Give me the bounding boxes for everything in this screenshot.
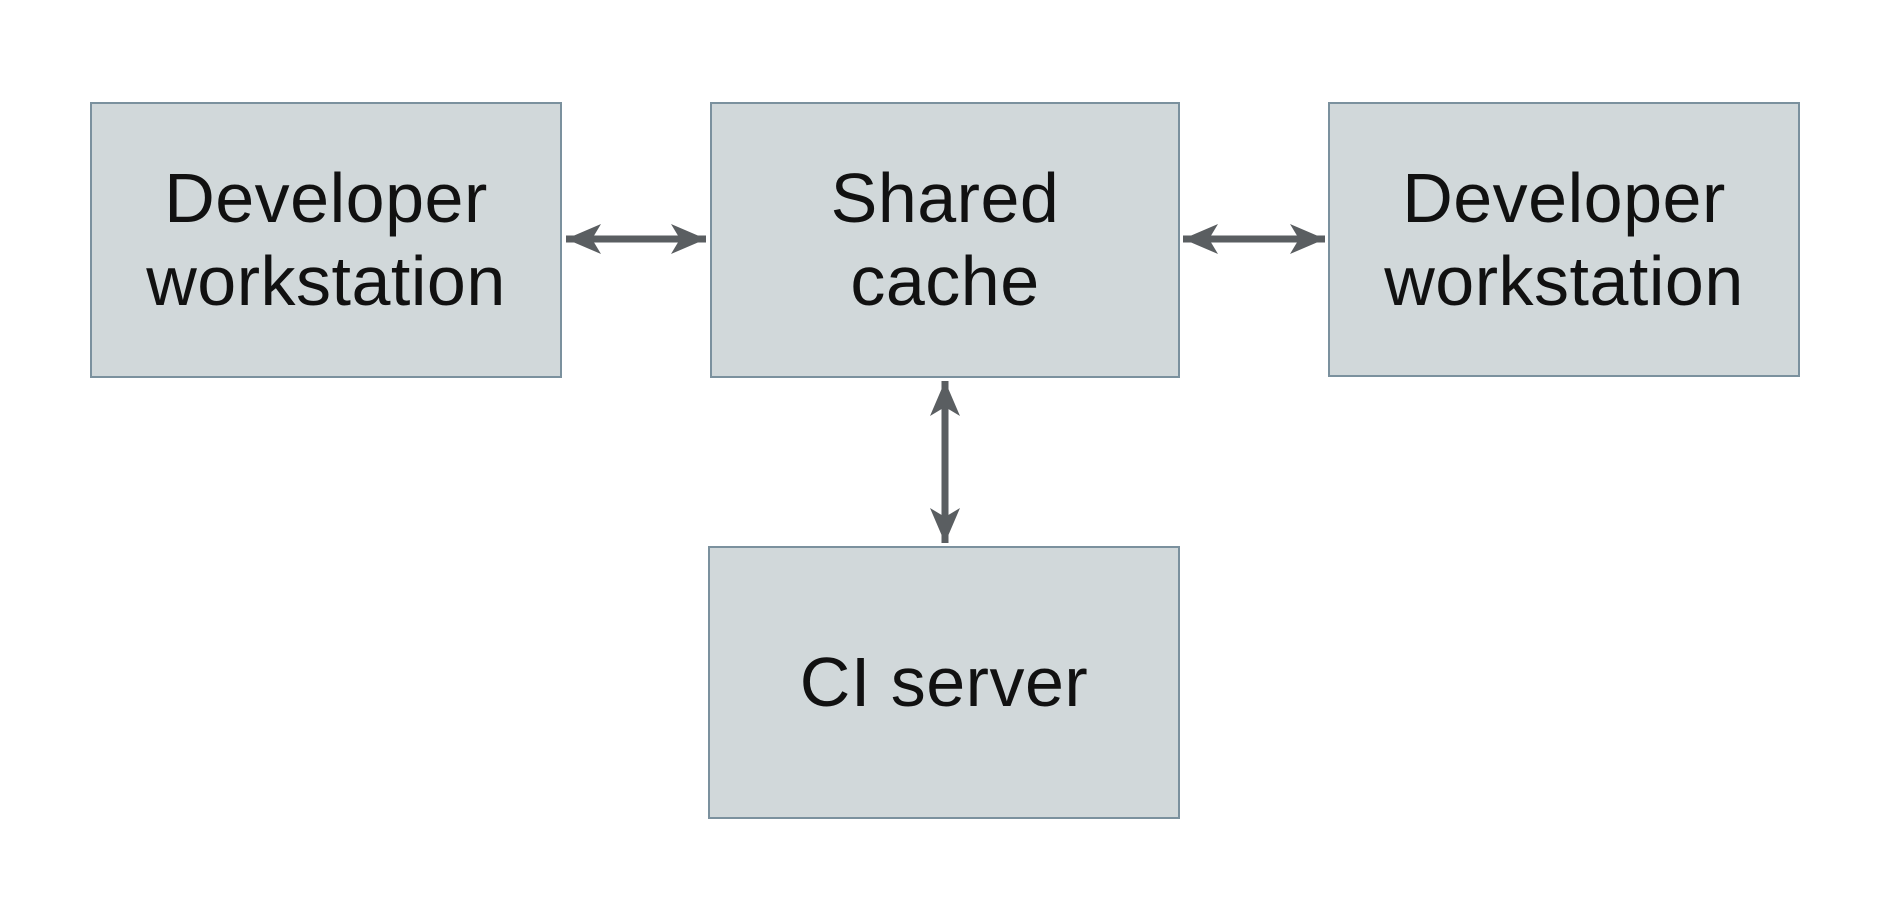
node-shared-cache: Shared cache bbox=[710, 102, 1180, 378]
node-developer-workstation-right: Developer workstation bbox=[1328, 102, 1800, 377]
node-label-shared-cache: Shared cache bbox=[830, 159, 1060, 320]
node-developer-workstation-left: Developer workstation bbox=[90, 102, 562, 378]
node-label-developer-workstation-left: Developer workstation bbox=[146, 159, 506, 320]
node-label-developer-workstation-right: Developer workstation bbox=[1384, 158, 1744, 320]
node-ci-server: CI server bbox=[708, 546, 1180, 819]
node-label-ci-server: CI server bbox=[799, 643, 1089, 722]
